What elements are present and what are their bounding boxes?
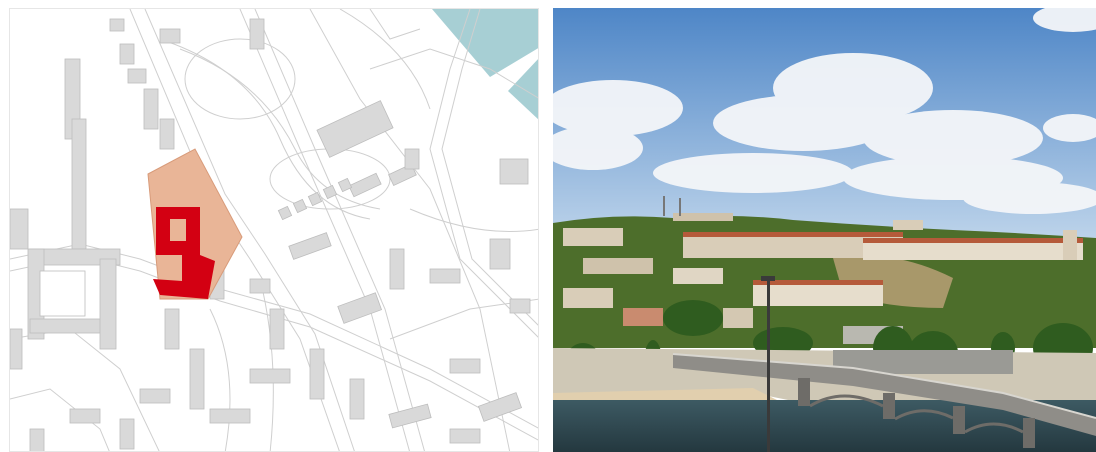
clouds — [553, 8, 1096, 214]
lamp-head — [761, 276, 775, 281]
hill-buildings — [563, 196, 1083, 344]
river-water-top — [432, 9, 538, 77]
project-site-building — [153, 207, 215, 299]
lamp-post — [767, 278, 770, 452]
bridge — [672, 353, 1096, 448]
site-plan-map — [9, 8, 539, 452]
road-network — [10, 9, 538, 451]
site-plan-svg — [10, 9, 538, 451]
city-landscape-photo — [553, 8, 1096, 452]
building-footprints — [10, 18, 531, 451]
photo-svg — [553, 8, 1096, 452]
